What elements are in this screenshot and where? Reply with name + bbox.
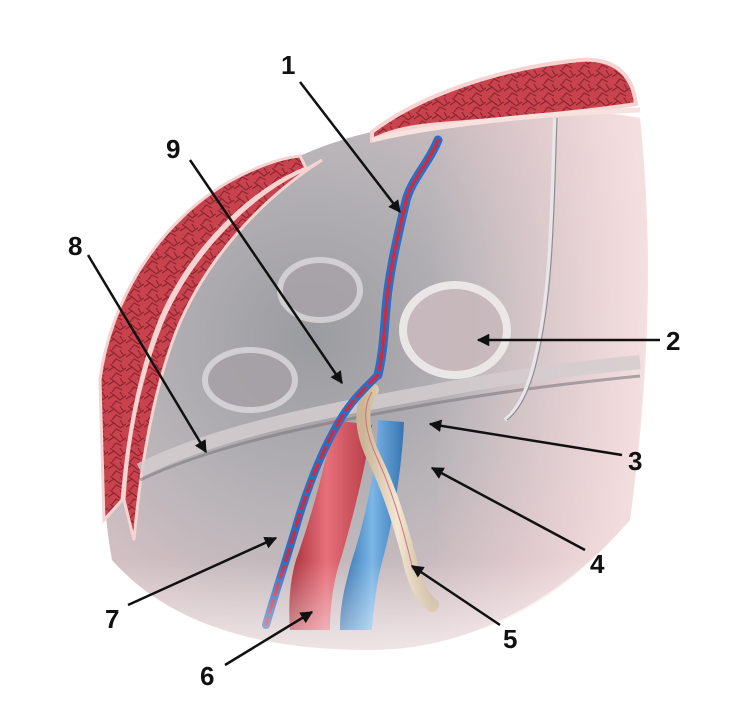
leader-arrow-6 xyxy=(224,610,314,667)
label-8: 8 xyxy=(68,231,82,261)
fossa-lower xyxy=(202,347,298,413)
abdominal-wall-edge xyxy=(371,107,641,143)
leader-arrow-8 xyxy=(86,254,208,454)
leader-arrow-4 xyxy=(430,466,586,552)
right-ligament-line xyxy=(503,117,557,422)
label-9: 9 xyxy=(166,134,180,164)
abdominal-wall-muscle xyxy=(370,57,639,144)
left-muscle-layer-inner xyxy=(122,158,323,541)
label-4: 4 xyxy=(590,549,605,579)
leader-arrow-1 xyxy=(299,81,401,213)
epigastric-vessels-red xyxy=(376,138,440,377)
right-ligament-line-shadow xyxy=(506,117,558,421)
leader-arrow-9 xyxy=(188,159,344,385)
label-5: 5 xyxy=(503,624,517,654)
peritoneal-fold xyxy=(136,355,641,477)
label-1: 1 xyxy=(281,50,295,80)
leader-arrow-5 xyxy=(410,564,501,627)
ductus-deferens-vessel xyxy=(365,391,414,571)
label-2: 2 xyxy=(666,326,680,356)
leader-arrow-3 xyxy=(428,419,623,457)
leader-arrow-7 xyxy=(127,536,278,607)
bottom-fade xyxy=(0,560,730,716)
label-6: 6 xyxy=(200,661,214,691)
deep-inguinal-ring xyxy=(399,281,511,379)
peritoneal-fold-shadow xyxy=(139,374,641,482)
label-3: 3 xyxy=(628,446,642,476)
label-7: 7 xyxy=(105,604,119,634)
